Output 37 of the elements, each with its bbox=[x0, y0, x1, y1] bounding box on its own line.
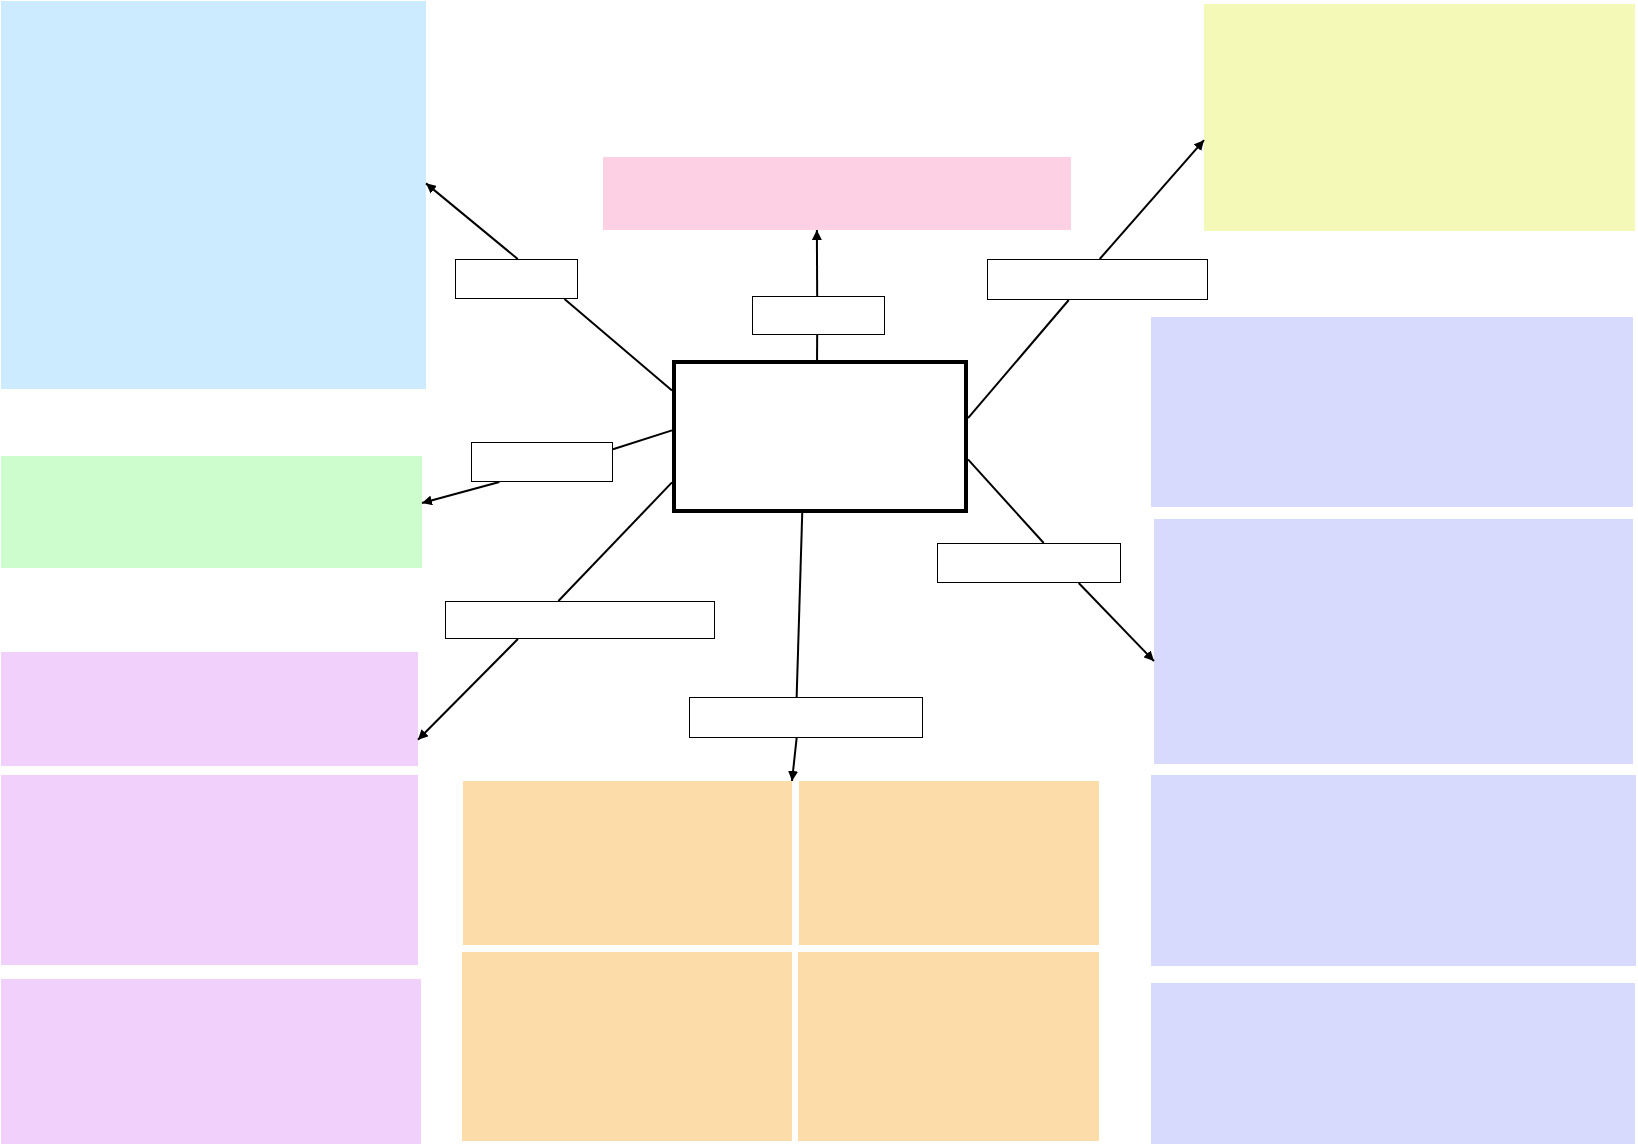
connector-line bbox=[795, 512, 804, 698]
blank-label-box bbox=[752, 296, 885, 335]
panel-block bbox=[1, 652, 418, 766]
panel-block bbox=[1151, 317, 1633, 507]
central-box bbox=[672, 360, 968, 513]
arrow bbox=[425, 182, 519, 260]
panel-block bbox=[1, 1, 426, 389]
arrow bbox=[421, 481, 501, 506]
blank-label-box bbox=[987, 259, 1208, 300]
panel-block bbox=[463, 781, 792, 945]
blank-label-box bbox=[455, 259, 578, 299]
blank-label-box bbox=[445, 601, 715, 639]
panel-block bbox=[603, 157, 1071, 230]
connector-line bbox=[563, 298, 673, 392]
panel-block bbox=[1154, 519, 1633, 764]
blank-label-box bbox=[471, 442, 613, 482]
panel-block bbox=[1, 456, 422, 568]
connector-line bbox=[612, 429, 673, 451]
connector-line bbox=[967, 458, 1045, 544]
arrow bbox=[1098, 139, 1205, 260]
arrow bbox=[788, 737, 799, 782]
arrow bbox=[811, 229, 822, 297]
panel-block bbox=[1204, 4, 1635, 231]
connector-line bbox=[557, 481, 673, 602]
blank-label-box bbox=[689, 697, 923, 738]
panel-block bbox=[1, 979, 421, 1144]
arrow bbox=[1077, 582, 1155, 663]
panel-block bbox=[799, 781, 1099, 945]
connector-line bbox=[816, 334, 819, 361]
connector-line bbox=[967, 299, 1070, 420]
blank-label-box bbox=[937, 543, 1121, 583]
arrow bbox=[417, 638, 519, 741]
panel-block bbox=[1151, 775, 1636, 966]
panel-block bbox=[462, 952, 792, 1141]
panel-block bbox=[798, 952, 1099, 1141]
panel-block bbox=[1, 775, 418, 965]
panel-block bbox=[1151, 983, 1635, 1144]
